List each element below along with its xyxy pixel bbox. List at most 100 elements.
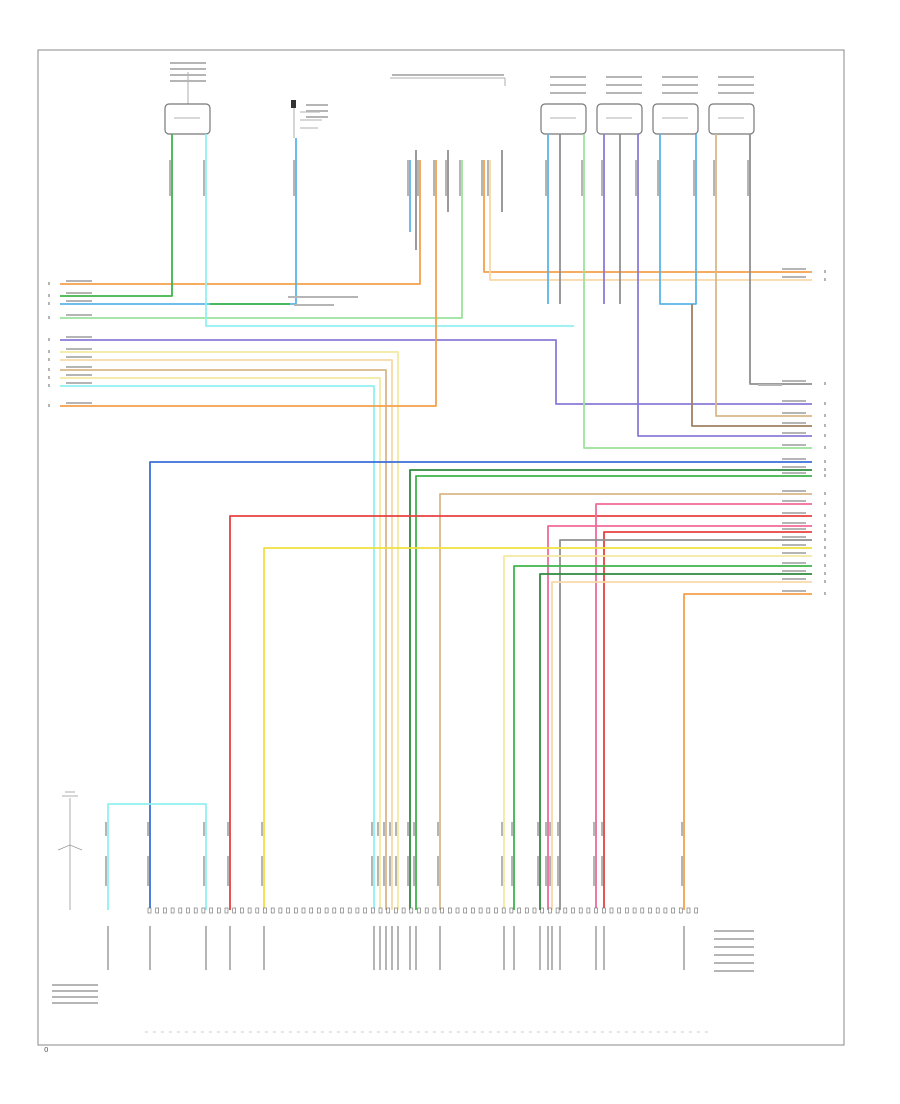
left-wire-label-5 — [66, 336, 92, 338]
sensor-caption-4a — [718, 76, 754, 78]
module-pin-label-18 — [551, 926, 553, 970]
module-pin — [424, 907, 429, 914]
module-pin — [601, 907, 606, 914]
module-connector-pins — [147, 907, 699, 914]
wire-38 — [683, 593, 812, 910]
module-pin — [278, 907, 283, 914]
module-pin — [524, 907, 529, 914]
bottom-wire-label-a-4 — [227, 822, 229, 836]
module-pin — [263, 907, 267, 914]
bottom-wire-label-a-2 — [147, 822, 149, 836]
module-pin — [517, 907, 521, 914]
left-wire-label-6 — [66, 348, 92, 350]
bottom-wire-label-b-16 — [537, 856, 539, 886]
module-pin-label-8 — [385, 926, 387, 970]
bottom-wire-label-a-9 — [389, 822, 391, 836]
wire-31 — [603, 531, 812, 910]
bottom-wire-label-b-19 — [557, 856, 559, 886]
right-wire-label-22 — [782, 578, 806, 580]
right-wire-label-3 — [782, 380, 806, 382]
left-pin-mark-6 — [48, 350, 50, 353]
sensor-box-2 — [596, 103, 643, 135]
top-wire-label-12 — [581, 160, 583, 196]
top-wire-label-2 — [203, 160, 205, 196]
module-pin — [355, 907, 360, 914]
sensor-box-4 — [708, 103, 755, 135]
sensor-caption-3c — [662, 92, 698, 94]
wire-23 — [749, 134, 812, 385]
module-pin — [240, 907, 244, 914]
right-wire-label-1 — [782, 268, 806, 270]
wire-6 — [205, 134, 574, 327]
module-pin — [648, 907, 652, 914]
top-wire-label-9 — [481, 160, 483, 196]
module-pin-label-16 — [539, 926, 541, 970]
caption-mark-6 — [306, 110, 328, 112]
left-pin-mark-5 — [48, 338, 50, 341]
wire-13 — [60, 160, 437, 407]
right-wire-label-8 — [782, 444, 806, 446]
module-pin — [540, 907, 545, 914]
module-pin-label-17 — [547, 926, 549, 970]
module-pin-label-12 — [415, 926, 417, 970]
right-wire-label-9 — [782, 458, 806, 460]
caption-mark-3 — [170, 74, 206, 76]
bottom-wire-label-a-14 — [501, 822, 503, 836]
wire-21 — [691, 304, 812, 427]
bottom-wire-label-a-20 — [593, 822, 595, 836]
module-pin — [155, 907, 159, 914]
module-pin — [324, 907, 329, 914]
left-wire-label-11 — [66, 402, 92, 404]
wire-10 — [60, 369, 387, 910]
sensor-box-3 — [652, 103, 699, 135]
right-wire-label-6 — [782, 422, 806, 424]
top-wire-label-3 — [293, 160, 295, 196]
bottom-wire-label-b-10 — [395, 856, 397, 886]
module-pin — [363, 907, 367, 914]
module-pin-label-4 — [229, 926, 231, 970]
bottom-wire-label-a-11 — [407, 822, 409, 836]
right-pin-mark-3 — [824, 382, 826, 385]
wire-24 — [149, 461, 812, 910]
sensor-caption-2b — [606, 84, 642, 86]
module-caption-left-4 — [52, 1002, 98, 1004]
module-pin — [686, 907, 691, 914]
right-pin-mark-23 — [824, 592, 826, 595]
module-pin-label-1 — [107, 926, 109, 970]
right-pin-mark-18 — [824, 546, 826, 549]
module-pin — [640, 907, 645, 914]
module-pin — [632, 907, 637, 914]
module-pin — [447, 907, 452, 914]
sensor-box-1 — [540, 103, 587, 135]
left-pin-mark-1 — [48, 282, 50, 285]
module-pin — [270, 907, 275, 914]
bottom-wire-label-b-18 — [549, 856, 551, 886]
wire-25 — [409, 469, 812, 910]
right-wire-label-11 — [782, 472, 806, 474]
module-pin — [394, 907, 398, 914]
sensor-caption-4c — [718, 92, 754, 94]
top-wire-label-14 — [635, 160, 637, 196]
module-pin — [293, 907, 298, 914]
right-wire-label-14 — [782, 512, 806, 514]
right-wire-label-5 — [782, 412, 806, 414]
module-pin — [170, 907, 175, 914]
bottom-wire-label-b-17 — [545, 856, 547, 886]
right-wire-label-7 — [782, 432, 806, 434]
module-pin — [186, 907, 190, 914]
header-caption-mark — [392, 74, 504, 76]
right-pin-mark-7 — [824, 434, 826, 437]
module-pin — [578, 907, 583, 914]
right-pin-mark-19 — [824, 554, 826, 557]
bottom-wire-label-b-12 — [413, 856, 415, 886]
left-pin-mark-3 — [48, 302, 50, 305]
module-pin — [617, 907, 622, 914]
bottom-wire-label-b-22 — [681, 856, 683, 886]
left-pin-mark-2 — [48, 294, 50, 297]
module-pin — [417, 907, 421, 914]
module-pin-label-7 — [379, 926, 381, 970]
module-pin — [463, 907, 468, 914]
module-pin-label-9 — [391, 926, 393, 970]
left-pin-mark-9 — [48, 376, 50, 379]
